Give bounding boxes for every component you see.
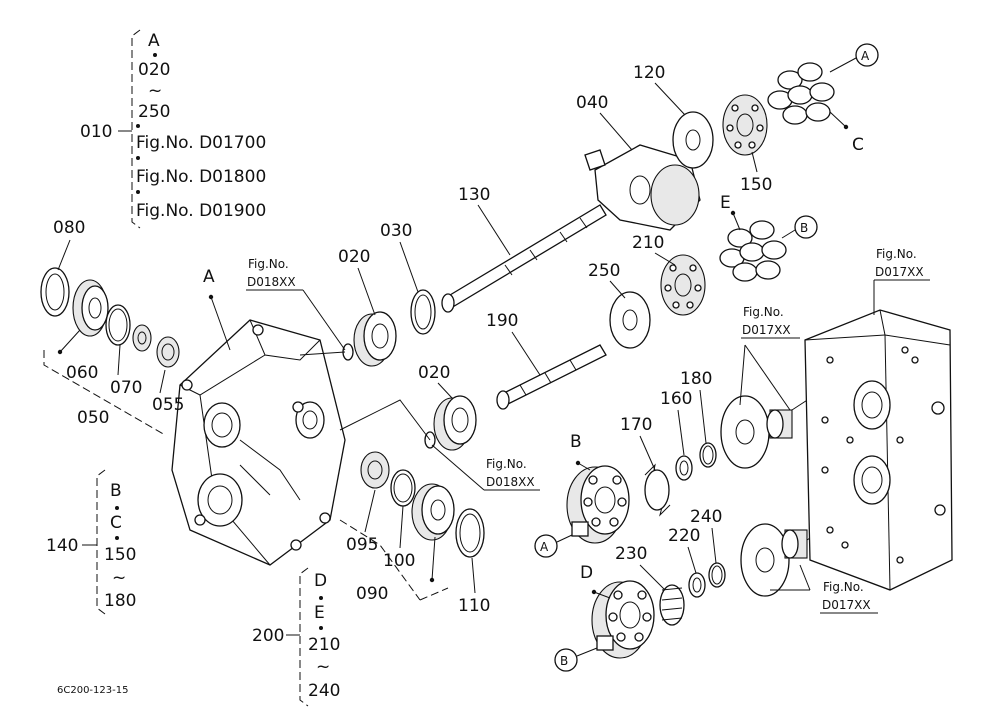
valve-plates [720, 344, 831, 597]
group-200-item-1: E [314, 603, 325, 623]
label-060: 060 [66, 363, 98, 383]
label-030: 030 [380, 221, 412, 241]
label-230: 230 [615, 544, 647, 564]
group-010-item-5: Fig.No. D01800 [136, 167, 266, 187]
letter-E-top: E [720, 193, 731, 213]
parts-120-150: 120 150 [633, 63, 772, 195]
label-095: 095 [346, 535, 378, 555]
piston-bundle-e: E B [719, 193, 818, 282]
group-140-item-1: C [110, 513, 122, 533]
fig-ref-right-line2: D017XX [875, 265, 924, 279]
group-140-item-3: ~ [112, 568, 126, 588]
label-200: 200 [252, 626, 284, 646]
group-200-item-0: D [314, 571, 327, 591]
group-010-item-2: ~ [148, 81, 162, 101]
label-050: 050 [77, 408, 109, 428]
label-020-upper: 020 [338, 247, 370, 267]
label-100: 100 [383, 551, 415, 571]
fig-ref-bottom-line1: Fig.No. [823, 580, 864, 594]
fig-ref-right-line1: Fig.No. [876, 247, 917, 261]
letter-A-circle-top: A [861, 49, 870, 63]
fig-ref-center-line1: Fig.No. [743, 305, 784, 319]
label-130: 130 [458, 185, 490, 205]
main-housing: A [171, 267, 346, 566]
fig-ref-top-line1: Fig.No. [248, 257, 289, 271]
label-020-lower: 020 [418, 363, 450, 383]
label-150: 150 [740, 175, 772, 195]
letter-A-circle-bottom: A [540, 540, 549, 554]
bearing-020-upper: 020 030 [299, 221, 436, 367]
label-120: 120 [633, 63, 665, 83]
fig-ref-d017xx-bottom: Fig.No. D017XX [820, 580, 878, 614]
cylinder-block-b: B A 170 160 180 [534, 369, 717, 558]
letter-B-block: B [570, 432, 582, 452]
label-140: 140 [46, 536, 78, 556]
group-200-item-4: 240 [308, 681, 340, 701]
label-190: 190 [486, 311, 518, 331]
fig-ref-d017xx-right: Fig.No. D017XX [873, 247, 930, 315]
piston-bundle-c: A C [767, 43, 879, 155]
label-210: 210 [632, 233, 664, 253]
fig-ref-d017xx-center: Fig.No. D017XX [741, 305, 800, 339]
label-090: 090 [356, 584, 388, 604]
fig-ref-d018xx-mid: Fig.No. D018XX [431, 444, 540, 491]
group-200-item-2: 210 [308, 635, 340, 655]
fig-ref-top-line2: D018XX [247, 275, 296, 289]
group-090: 095 100 110 090 [339, 451, 490, 616]
label-040: 040 [576, 93, 608, 113]
group-010-item-3: 250 [138, 102, 170, 122]
group-010-item-4: Fig.No. D01700 [136, 133, 266, 153]
cylinder-block-d: D B 230 220 240 [554, 507, 726, 672]
label-055: 055 [152, 395, 184, 415]
label-220: 220 [668, 526, 700, 546]
group-200-item-3: ~ [316, 657, 330, 677]
group-140-item-0: B [110, 481, 122, 501]
group-140-bracket: 140 B C 150 ~ 180 [46, 469, 136, 615]
group-010-bracket: 010 A 020 ~ 250 Fig.No. D01700 Fig.No. D… [80, 29, 266, 229]
label-110: 110 [458, 596, 490, 616]
letter-A-housing: A [203, 267, 215, 287]
label-250: 250 [588, 261, 620, 281]
group-200-bracket: 200 D E 210 ~ 240 [252, 567, 340, 707]
swash-plate-040: 040 [576, 93, 701, 231]
fig-ref-bottom-line2: D017XX [822, 598, 871, 612]
group-140-item-4: 180 [104, 591, 136, 611]
cover-plate [804, 309, 953, 591]
label-180: 180 [680, 369, 712, 389]
group-140-item-2: 150 [104, 545, 136, 565]
fig-ref-center-line2: D017XX [742, 323, 791, 337]
group-050: 080 060 070 055 050 [40, 218, 184, 436]
label-080: 080 [53, 218, 85, 238]
fig-ref-mid-line2: D018XX [486, 475, 535, 489]
group-010-item-0: A [148, 31, 160, 51]
letter-D-block: D [580, 563, 593, 583]
label-240: 240 [690, 507, 722, 527]
drawing-code: 6C200-123-15 [57, 685, 128, 696]
shaft-130: 130 [441, 185, 607, 313]
letter-B-circle-top: B [800, 221, 808, 235]
label-160: 160 [660, 389, 692, 409]
letter-B-circle-bottom: B [560, 654, 568, 668]
shaft-190: 190 [486, 311, 607, 410]
letter-C: C [852, 135, 864, 155]
fig-ref-mid-line1: Fig.No. [486, 457, 527, 471]
group-010-item-6: Fig.No. D01900 [136, 201, 266, 221]
label-170: 170 [620, 415, 652, 435]
parts-210-250: 210 250 [588, 233, 706, 349]
label-010: 010 [80, 122, 112, 142]
bearing-020-lower: 020 [339, 363, 477, 451]
fig-ref-d018xx-top: Fig.No. D018XX [246, 257, 346, 351]
group-010-item-1: 020 [138, 60, 170, 80]
label-070: 070 [110, 378, 142, 398]
